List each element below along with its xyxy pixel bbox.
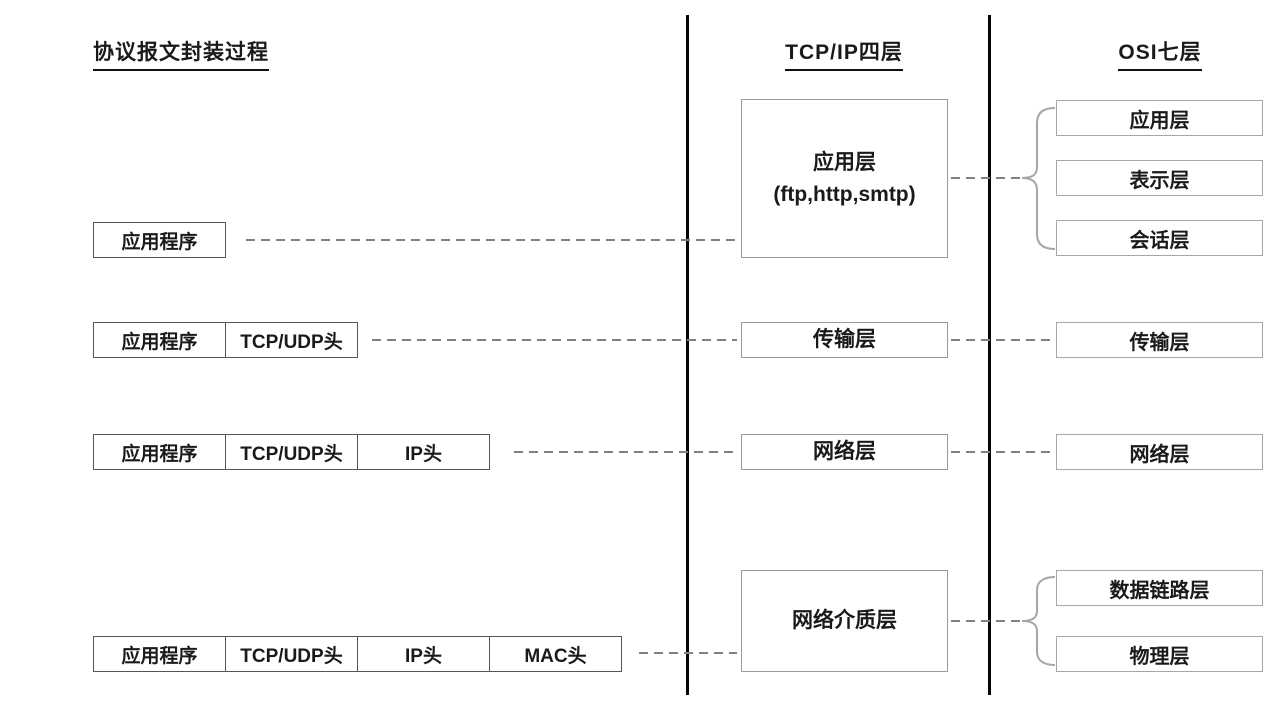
osi-layer-transport: 传输层 xyxy=(1056,322,1263,358)
packet-cell-app: 应用程序 xyxy=(93,322,226,358)
packet-cell-tcpudp-header: TCP/UDP头 xyxy=(225,322,358,358)
osi-layer-session: 会话层 xyxy=(1056,220,1263,256)
encapsulation-row-4: 应用程序 TCP/UDP头 IP头 MAC头 xyxy=(93,636,622,672)
tcpip-layer-network: 网络层 xyxy=(741,434,948,470)
middle-column-title-text: TCP/IP四层 xyxy=(785,36,903,71)
osi-layer-network: 网络层 xyxy=(1056,434,1263,470)
tcpip-layer-label: 网络层 xyxy=(813,440,876,464)
packet-cell-app: 应用程序 xyxy=(93,636,226,672)
tcpip-layer-label: 网络介质层 xyxy=(792,609,897,633)
brace-upper-osi-layers xyxy=(1021,107,1056,250)
tcpip-layer-application: 应用层 (ftp,http,smtp) xyxy=(741,99,948,258)
tcpip-layer-transport: 传输层 xyxy=(741,322,948,358)
tcpip-layer-protocols: (ftp,http,smtp) xyxy=(773,182,916,206)
right-column-title-text: OSI七层 xyxy=(1118,36,1202,71)
packet-cell-tcpudp-header: TCP/UDP头 xyxy=(225,434,358,470)
osi-layer-presentation: 表示层 xyxy=(1056,160,1263,196)
packet-cell-app: 应用程序 xyxy=(93,434,226,470)
tcpip-layer-network-media: 网络介质层 xyxy=(741,570,948,672)
divider-line-left xyxy=(686,15,689,695)
tcpip-layer-label: 应用层 xyxy=(813,151,876,174)
encapsulation-row-2: 应用程序 TCP/UDP头 xyxy=(93,322,358,358)
osi-layer-datalink: 数据链路层 xyxy=(1056,570,1263,606)
encapsulation-row-3: 应用程序 TCP/UDP头 IP头 xyxy=(93,434,490,470)
packet-cell-app: 应用程序 xyxy=(93,222,226,258)
packet-cell-ip-header: IP头 xyxy=(357,434,490,470)
left-column-title: 协议报文封装过程 xyxy=(93,36,269,71)
packet-cell-ip-header: IP头 xyxy=(357,636,490,672)
divider-line-right xyxy=(988,15,991,695)
encapsulation-row-1: 应用程序 xyxy=(93,222,226,258)
brace-lower-osi-layers xyxy=(1021,576,1056,666)
left-column-title-text: 协议报文封装过程 xyxy=(93,36,269,71)
right-column-title: OSI七层 xyxy=(1060,36,1260,71)
osi-layer-physical: 物理层 xyxy=(1056,636,1263,672)
tcpip-layer-label: 传输层 xyxy=(813,328,876,352)
middle-column-title: TCP/IP四层 xyxy=(744,36,944,71)
osi-layer-application: 应用层 xyxy=(1056,100,1263,136)
packet-cell-mac-header: MAC头 xyxy=(489,636,622,672)
packet-cell-tcpudp-header: TCP/UDP头 xyxy=(225,636,358,672)
